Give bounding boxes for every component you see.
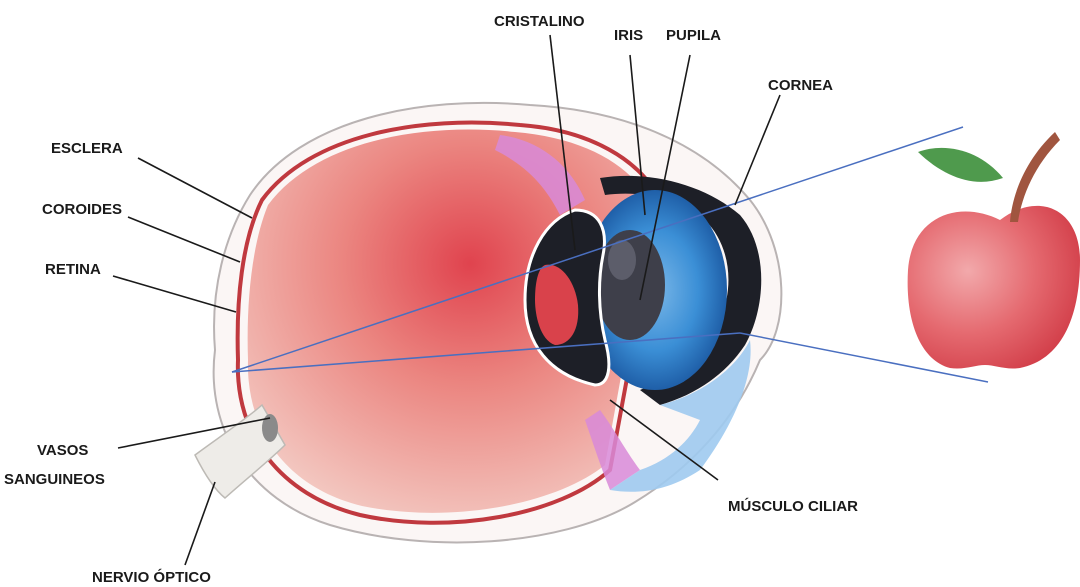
pupil-highlight xyxy=(608,240,636,280)
label-iris: IRIS xyxy=(614,27,643,44)
esclera-leader xyxy=(138,158,252,218)
label-cristalino: CRISTALINO xyxy=(494,13,585,30)
apple-leaf xyxy=(918,148,1003,182)
label-retina: RETINA xyxy=(45,261,101,278)
label-esclera: ESCLERA xyxy=(51,140,123,157)
apple xyxy=(908,206,1080,369)
label-vasos-line2: SANGUINEOS xyxy=(4,471,105,488)
nervio-leader xyxy=(185,482,215,565)
label-musculo-ciliar: MÚSCULO CILIAR xyxy=(728,497,858,515)
coroides-leader xyxy=(128,217,240,262)
cornea-leader xyxy=(735,95,780,205)
label-pupila: PUPILA xyxy=(666,27,721,44)
label-nervio-optico: NERVIO ÓPTICO xyxy=(92,568,211,586)
label-coroides: COROIDES xyxy=(42,201,122,218)
label-cornea: CORNEA xyxy=(768,77,833,94)
label-vasos-line1: VASOS xyxy=(37,442,88,459)
